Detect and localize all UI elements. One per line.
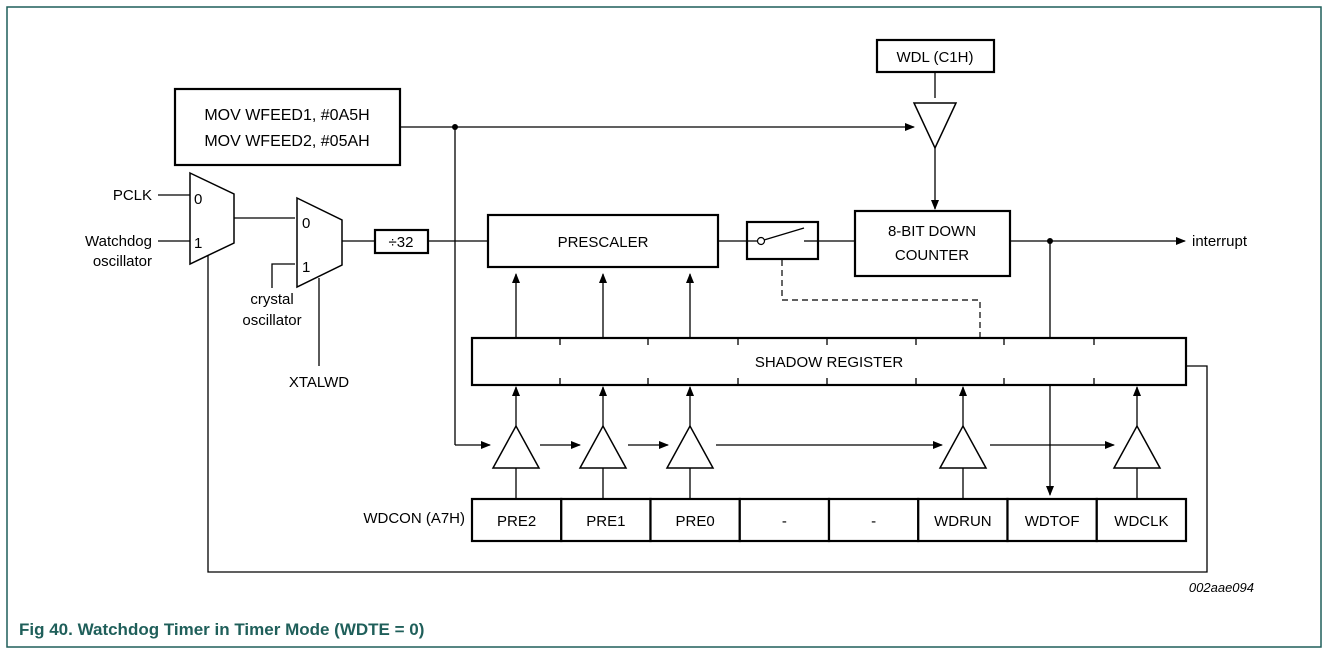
- wdl-label: WDL (C1H): [897, 49, 974, 66]
- crystal-osc-label-2: oscillator: [242, 312, 301, 329]
- mux2-in1: 1: [302, 259, 310, 276]
- down-counter-box: [853, 209, 1012, 278]
- figure-frame: [6, 6, 1322, 648]
- counter-label-1: 8-BIT DOWN: [888, 223, 976, 240]
- wdl-buffer: [912, 102, 958, 150]
- divider-box: [373, 228, 430, 255]
- wdcon-bit-label: -: [782, 513, 787, 530]
- shadow-register-dividers: [559, 338, 1095, 385]
- watchdog-osc-label-2: oscillator: [93, 253, 152, 270]
- enable-buffer-pre2: [491, 424, 541, 469]
- mux2-in0: 0: [302, 215, 310, 232]
- enable-buffer-pre1: [578, 424, 628, 469]
- enable-buffer-wdrun: [938, 424, 988, 469]
- watchdog-osc-label-1: Watchdog: [85, 233, 152, 250]
- feed-code-line2: MOV WFEED2, #05AH: [204, 133, 369, 150]
- wdl-register-box: [875, 38, 996, 74]
- wdcon-cell-wdrun: [917, 497, 1009, 543]
- prescaler-box: [486, 213, 720, 269]
- wdcon-bit-label: PRE2: [497, 513, 536, 530]
- signal-wires: [158, 72, 1208, 573]
- mux1-in0: 0: [194, 191, 202, 208]
- mux1-in1: 1: [194, 235, 202, 252]
- enable-buffer-wdclk: [1112, 424, 1162, 469]
- wdcon-bit-label: PRE1: [586, 513, 625, 530]
- wdcon-cell-wdtof: [1006, 497, 1098, 543]
- divider-label: ÷32: [389, 234, 414, 251]
- wdcon-register: PRE2 PRE1 PRE0 - - WDRUN WDTOF WDCLK: [470, 497, 1188, 543]
- prescaler-label: PRESCALER: [558, 234, 649, 251]
- enable-buffer-pre0: [665, 424, 715, 469]
- counter-label-2: COUNTER: [895, 247, 969, 264]
- feed-code-line1: MOV WFEED1, #0A5H: [204, 107, 369, 124]
- wdcon-bit-label: WDRUN: [934, 513, 992, 530]
- wdcon-cell-pre2: [470, 497, 563, 543]
- feed-code-box: [173, 87, 402, 167]
- wdcon-bit-label: WDCLK: [1114, 513, 1168, 530]
- switch-blade: [763, 227, 805, 241]
- xtalwd-label: XTALWD: [289, 374, 349, 391]
- wdcon-cell-wdclk: [1095, 497, 1188, 543]
- clock-mux-1: [189, 171, 235, 266]
- figure-reference: 002aae094: [1189, 580, 1254, 595]
- wdcon-bit-label: -: [871, 513, 876, 530]
- switch-pivot: [756, 236, 766, 246]
- shadow-register-label: SHADOW REGISTER: [755, 354, 904, 371]
- junction-dot: [452, 124, 458, 130]
- clock-mux-2: [296, 196, 343, 289]
- junction-dot: [1047, 238, 1053, 244]
- crystal-osc-label-1: crystal: [250, 291, 293, 308]
- pclk-label: PCLK: [113, 187, 152, 204]
- wdcon-cell-pre1: [560, 497, 652, 543]
- interrupt-label: interrupt: [1192, 233, 1248, 250]
- wdcon-bit-label: WDTOF: [1025, 513, 1080, 530]
- figure-caption: Fig 40. Watchdog Timer in Timer Mode (WD…: [19, 620, 424, 639]
- wdcon-label: WDCON (A7H): [363, 510, 465, 527]
- wdcon-bit-label: PRE0: [676, 513, 715, 530]
- shadow-register-box: [470, 336, 1188, 387]
